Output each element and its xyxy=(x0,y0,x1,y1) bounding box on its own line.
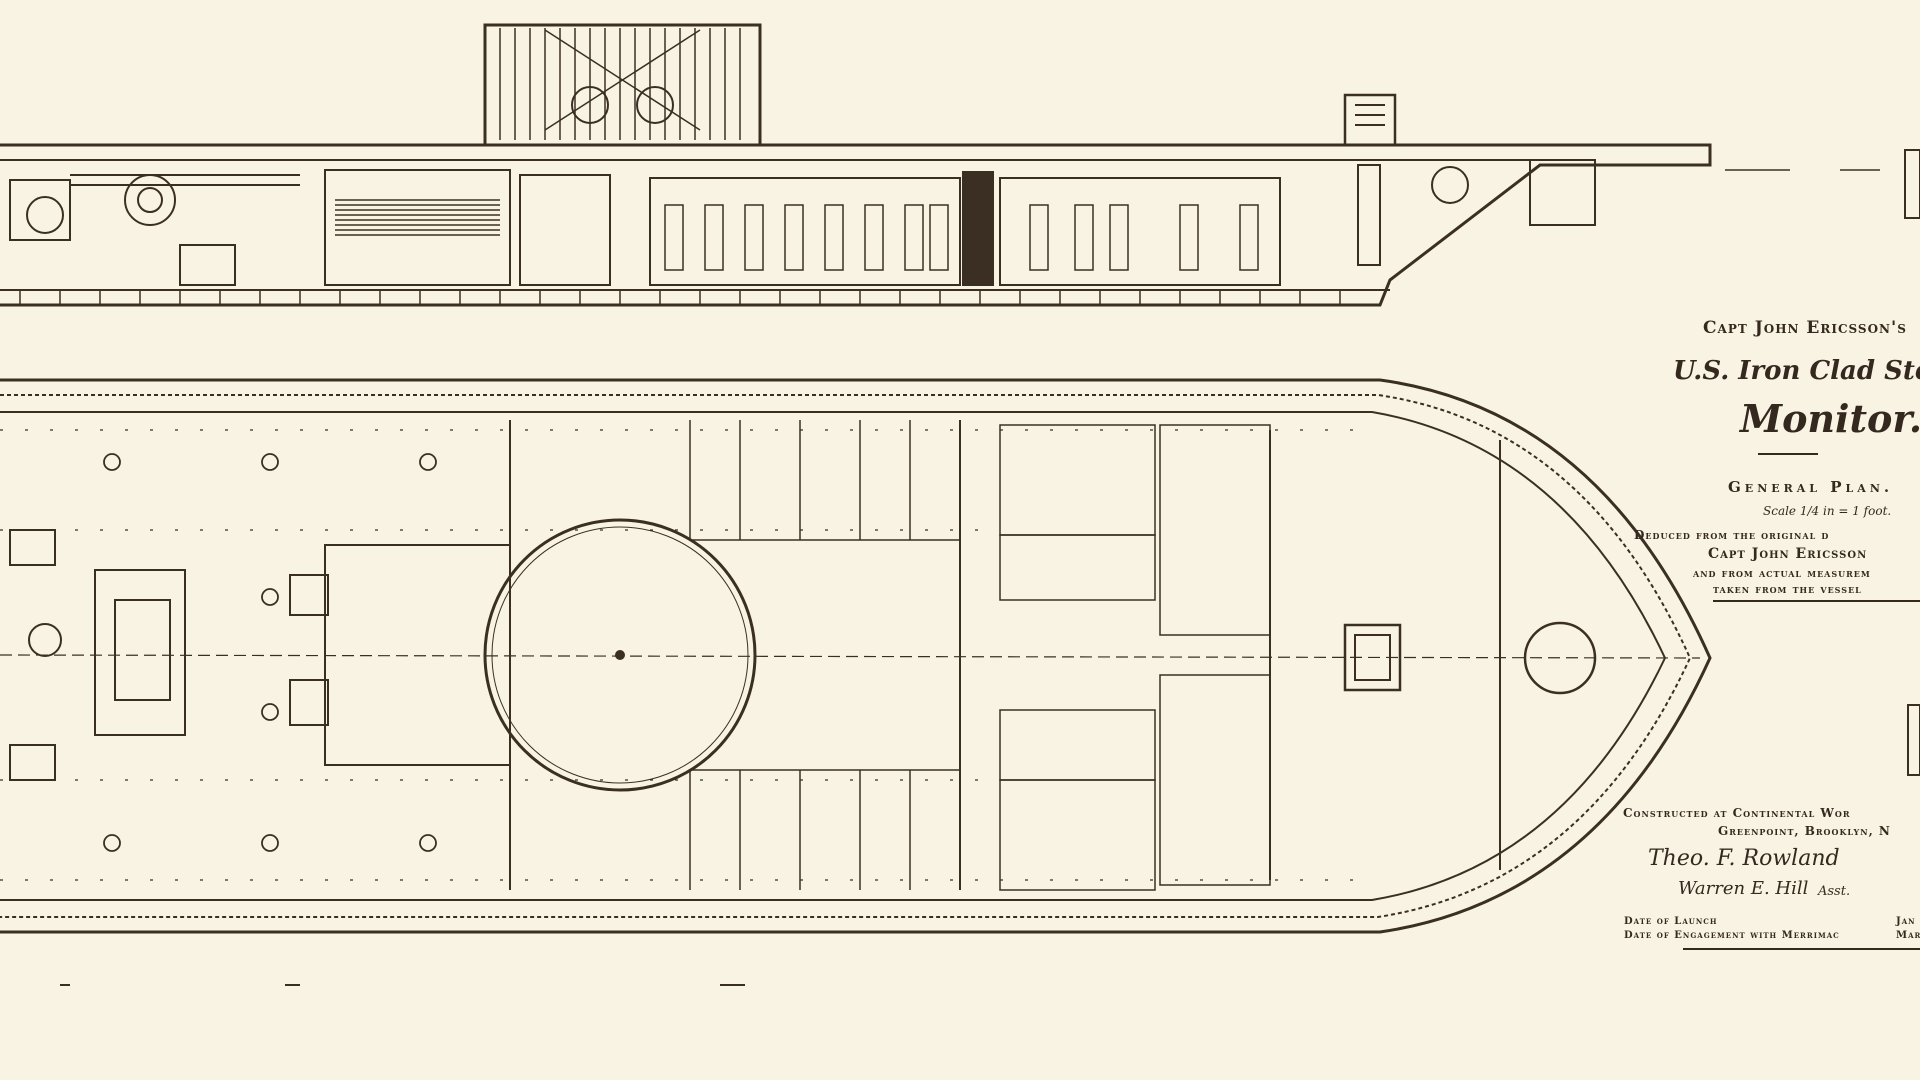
signature-hill: Warren E. Hill xyxy=(1678,878,1809,899)
title-line-greenpoint: Greenpoint, Brooklyn, N xyxy=(1718,824,1891,838)
turret-gun-right xyxy=(636,86,674,124)
plan-cabins xyxy=(689,420,1271,891)
plan-deck-lights xyxy=(103,453,437,852)
plan-hull-outer xyxy=(0,378,1712,934)
title-block: Capt John Ericsson's U.S. Iron Clad Stea… xyxy=(1618,318,1920,958)
title-underline xyxy=(1713,600,1920,602)
title-line-scale: Scale 1/4 in = 1 foot. xyxy=(1763,504,1892,518)
side-cabin-doors xyxy=(664,204,1259,271)
title-line-measurements: and from actual measurem xyxy=(1693,566,1871,580)
title-line-constructed: Constructed at Continental Wor xyxy=(1623,806,1851,820)
title-line-ericsson: Capt John Ericsson xyxy=(1708,546,1868,562)
side-keel-ribs xyxy=(19,290,1341,305)
title-line-ericssons: Capt John Ericsson's xyxy=(1703,318,1907,338)
date-underline xyxy=(1683,948,1920,950)
deck-plan xyxy=(0,378,1712,934)
value-date-of-launch: Jan xyxy=(1896,916,1916,927)
side-cabins-mid xyxy=(649,177,961,286)
side-turret xyxy=(483,23,762,147)
plan-hull-belt xyxy=(0,394,1692,918)
label-date-of-engagement: Date of Engagement with Merrimac xyxy=(1624,930,1840,941)
title-line-ironclad: U.S. Iron Clad Steam xyxy=(1673,356,1920,386)
side-engine xyxy=(9,174,300,286)
side-cabins-fwd xyxy=(999,177,1281,286)
signature-rowland: Theo. F. Rowland xyxy=(1648,846,1840,871)
plan-turret xyxy=(483,518,757,792)
turret-gun-left xyxy=(571,86,609,124)
side-elevation xyxy=(0,23,1920,307)
side-boiler xyxy=(324,169,511,286)
title-line-taken: taken from the vessel xyxy=(1713,582,1862,596)
side-pilot-house xyxy=(1343,93,1397,147)
title-line-general-plan: General Plan. xyxy=(1728,478,1894,496)
turret-plating xyxy=(499,28,741,140)
value-date-of-engagement: Mar xyxy=(1896,930,1920,941)
plan-engine xyxy=(9,529,329,781)
title-rule xyxy=(1758,453,1818,455)
plan-windlass xyxy=(1343,623,1402,692)
label-date-of-launch: Date of Launch xyxy=(1624,916,1718,927)
title-line-deduced: Deduced from the original d xyxy=(1634,528,1830,542)
title-line-monitor: Monitor. xyxy=(1740,396,1920,441)
side-bulkhead-dark xyxy=(962,171,994,286)
side-hull-outline xyxy=(0,143,1712,307)
signature-hill-suffix: Asst. xyxy=(1818,884,1851,899)
